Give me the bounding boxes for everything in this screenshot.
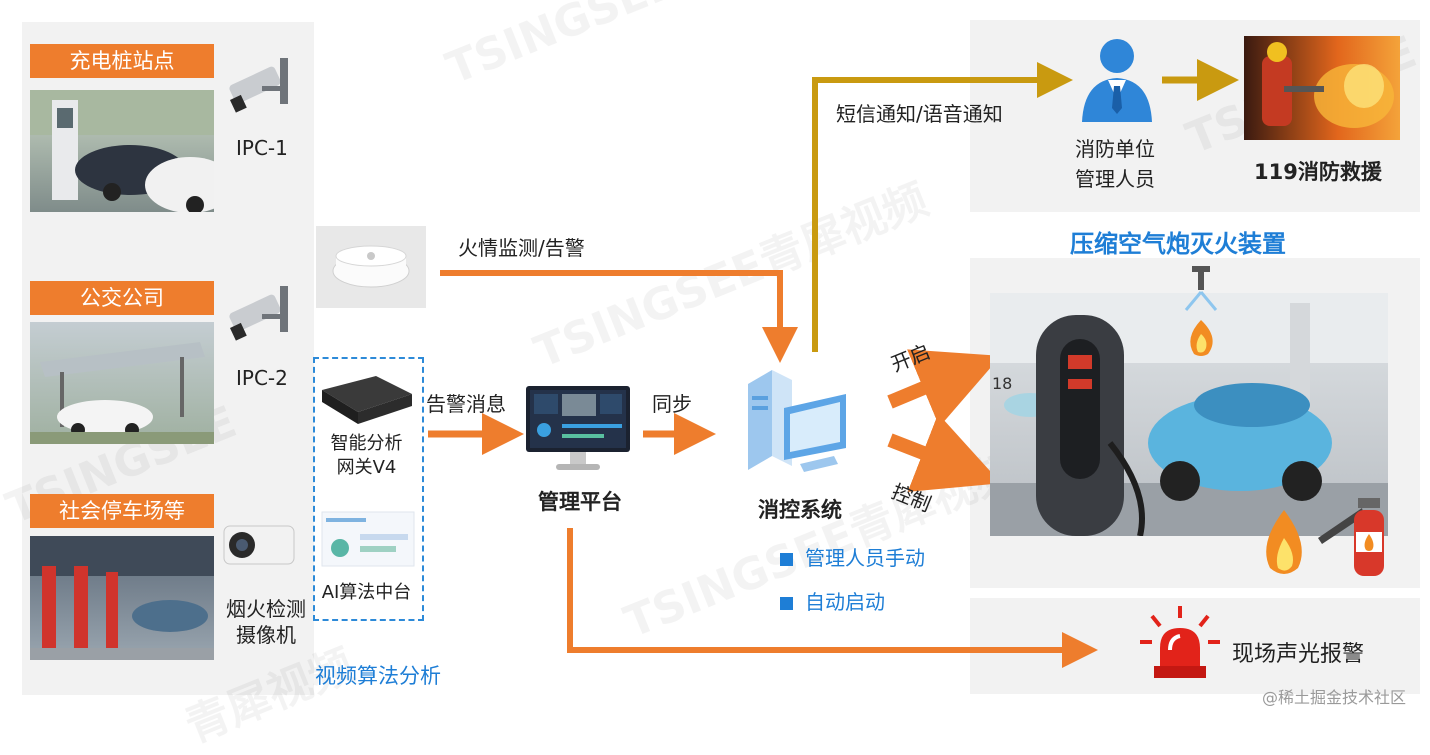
smoke-detector-icon bbox=[316, 226, 426, 308]
sync-label: 同步 bbox=[652, 392, 692, 416]
flow-arrows bbox=[428, 59, 1239, 668]
mode-manual: 管理人员手动 bbox=[780, 542, 925, 571]
flame-icon bbox=[1262, 508, 1306, 578]
charging-station-photo bbox=[30, 90, 214, 212]
charger-number: 18 bbox=[992, 374, 1012, 393]
site-label-charging: 充电桩站点 bbox=[30, 44, 214, 78]
site-label-parking: 社会停车场等 bbox=[30, 494, 214, 528]
fire-extinguisher-icon bbox=[1316, 492, 1398, 578]
sound-light-alarm-label: 现场声光报警 bbox=[1232, 642, 1365, 667]
control-arrow bbox=[887, 413, 1002, 492]
device-title: 压缩空气炮灭火装置 bbox=[1070, 230, 1286, 258]
ipc-2-label: IPC-2 bbox=[236, 366, 288, 390]
charging-car-photo: 18 bbox=[990, 293, 1388, 536]
video-analysis-label: 视频算法分析 bbox=[315, 664, 441, 688]
firefighter-photo bbox=[1244, 36, 1400, 140]
bus-depot-photo bbox=[30, 322, 214, 444]
mode-auto: 自动启动 bbox=[780, 586, 885, 615]
fire-unit-label: 消防单位 管理人员 bbox=[1075, 137, 1155, 191]
sms-voice-label: 短信通知/语音通知 bbox=[836, 102, 1003, 126]
alarm-message-label: 告警消息 bbox=[426, 392, 506, 416]
ipc-1-label: IPC-1 bbox=[236, 136, 288, 160]
smoke-fire-camera-icon bbox=[222, 512, 298, 588]
fire-alarm-label: 火情监测/告警 bbox=[458, 236, 585, 260]
rescue-label: 119消防救援 bbox=[1254, 160, 1382, 184]
server-computer-icon bbox=[742, 360, 852, 478]
management-monitor-icon bbox=[524, 384, 632, 474]
video-analysis-box bbox=[313, 357, 424, 621]
ipc-camera-icon bbox=[222, 268, 298, 358]
smoke-fire-camera-label: 烟火检测 摄像机 bbox=[226, 597, 306, 647]
ipc-camera-icon bbox=[222, 40, 298, 130]
gateway-label: 智能分析 网关V4 bbox=[330, 433, 403, 478]
fire-control-system-label: 消控系统 bbox=[758, 498, 842, 522]
sms-arrow bbox=[812, 62, 1073, 352]
gateway-device-icon bbox=[318, 372, 416, 428]
parking-lot-photo bbox=[30, 536, 214, 660]
open-arrow bbox=[887, 349, 1001, 427]
ai-platform-label: AI算法中台 bbox=[321, 582, 412, 603]
site-label-bus: 公交公司 bbox=[30, 281, 214, 315]
alarm-output-arrow bbox=[567, 528, 1098, 668]
fire-unit-person-icon bbox=[1076, 36, 1158, 124]
ai-platform-screen-icon bbox=[320, 508, 416, 570]
mode-auto-label: 自动启动 bbox=[805, 590, 885, 614]
management-platform-label: 管理平台 bbox=[538, 490, 622, 514]
sprinkler-flame-icon bbox=[1176, 266, 1226, 358]
footer-credit: @稀土掘金技术社区 bbox=[1262, 688, 1407, 707]
alarm-light-icon bbox=[1140, 604, 1220, 684]
fire-alarm-arrow bbox=[440, 270, 798, 363]
bullet-icon bbox=[780, 597, 793, 610]
bullet-icon bbox=[780, 553, 793, 566]
mode-manual-label: 管理人员手动 bbox=[805, 546, 925, 570]
